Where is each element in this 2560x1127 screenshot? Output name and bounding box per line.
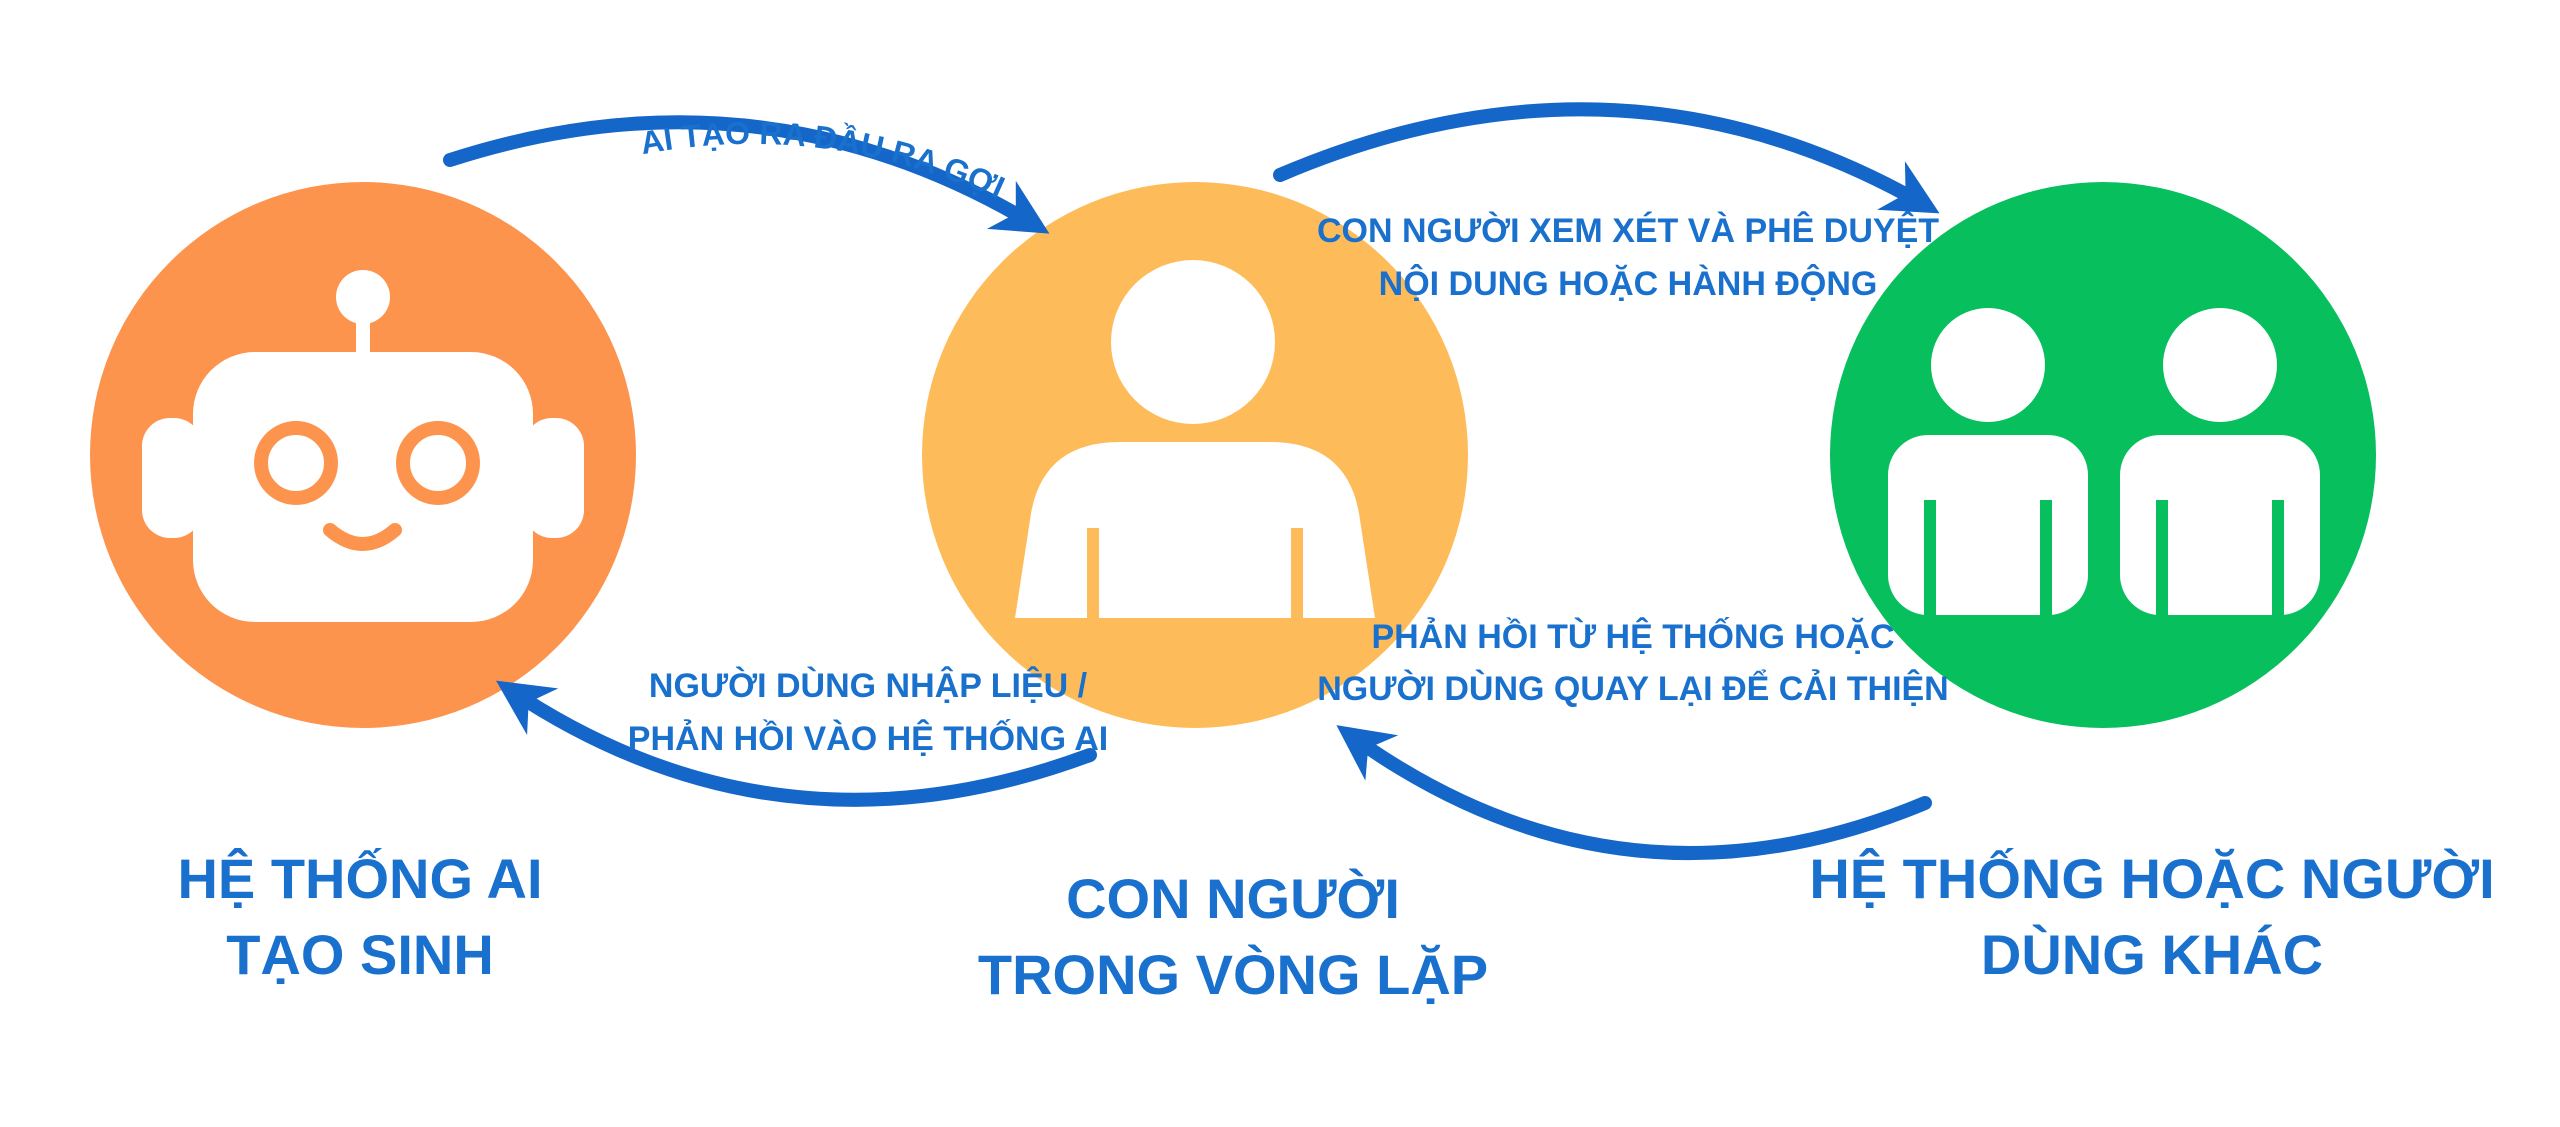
robot-icon: [142, 270, 584, 622]
human-node: CON NGƯỜI TRONG VÒNG LẶP: [922, 182, 1488, 1006]
edge-label-other-to-human-line1: PHẢN HỒI TỪ HỆ THỐNG HOẶC: [1371, 617, 1894, 656]
arrow-human-to-other: [1273, 102, 1940, 214]
edge-label-human-to-ai-line1: NGƯỜI DÙNG NHẬP LIỆU /: [649, 667, 1088, 705]
two-people-icon: [1888, 308, 2320, 615]
ai-system-label-line2: TẠO SINH: [226, 923, 494, 986]
ai-system-node: HỆ THỐNG AI TẠO SINH: [90, 182, 636, 986]
other-system-label-line2: DÙNG KHÁC: [1981, 923, 2323, 986]
ai-system-label-line1: HỆ THỐNG AI: [177, 847, 542, 910]
arrow-human-to-ai: [496, 680, 1097, 807]
arrow-ai-to-human: [443, 115, 1050, 234]
human-label-line2: TRONG VÒNG LẶP: [978, 943, 1488, 1006]
edge-label-other-to-human-line2: NGƯỜI DÙNG QUAY LẠI ĐỂ CẢI THIỆN: [1317, 670, 1949, 708]
other-system-node: HỆ THỐNG HOẶC NGƯỜI DÙNG KHÁC: [1809, 182, 2495, 986]
edge-label-human-to-other-line1: CON NGƯỜI XEM XÉT VÀ PHÊ DUYỆT: [1317, 212, 1939, 250]
edge-label-ai-to-human: AI TẠO RA ĐẦU RA GỢI Ý: [0, 0, 1018, 210]
other-system-label-line1: HỆ THỐNG HOẶC NGƯỜI: [1809, 847, 2494, 910]
edge-label-human-to-other-line2: NỘI DUNG HOẶC HÀNH ĐỘNG: [1379, 264, 1878, 303]
person-icon: [1015, 260, 1375, 618]
edge-label-ai-to-human-text: AI TẠO RA ĐẦU RA GỢI Ý: [0, 0, 1018, 210]
arrow-other-to-human: [1336, 725, 1932, 861]
edge-label-human-to-ai-line2: PHẢN HỒI VÀO HỆ THỐNG AI: [628, 719, 1108, 758]
human-label-line1: CON NGƯỜI: [1066, 867, 1400, 930]
